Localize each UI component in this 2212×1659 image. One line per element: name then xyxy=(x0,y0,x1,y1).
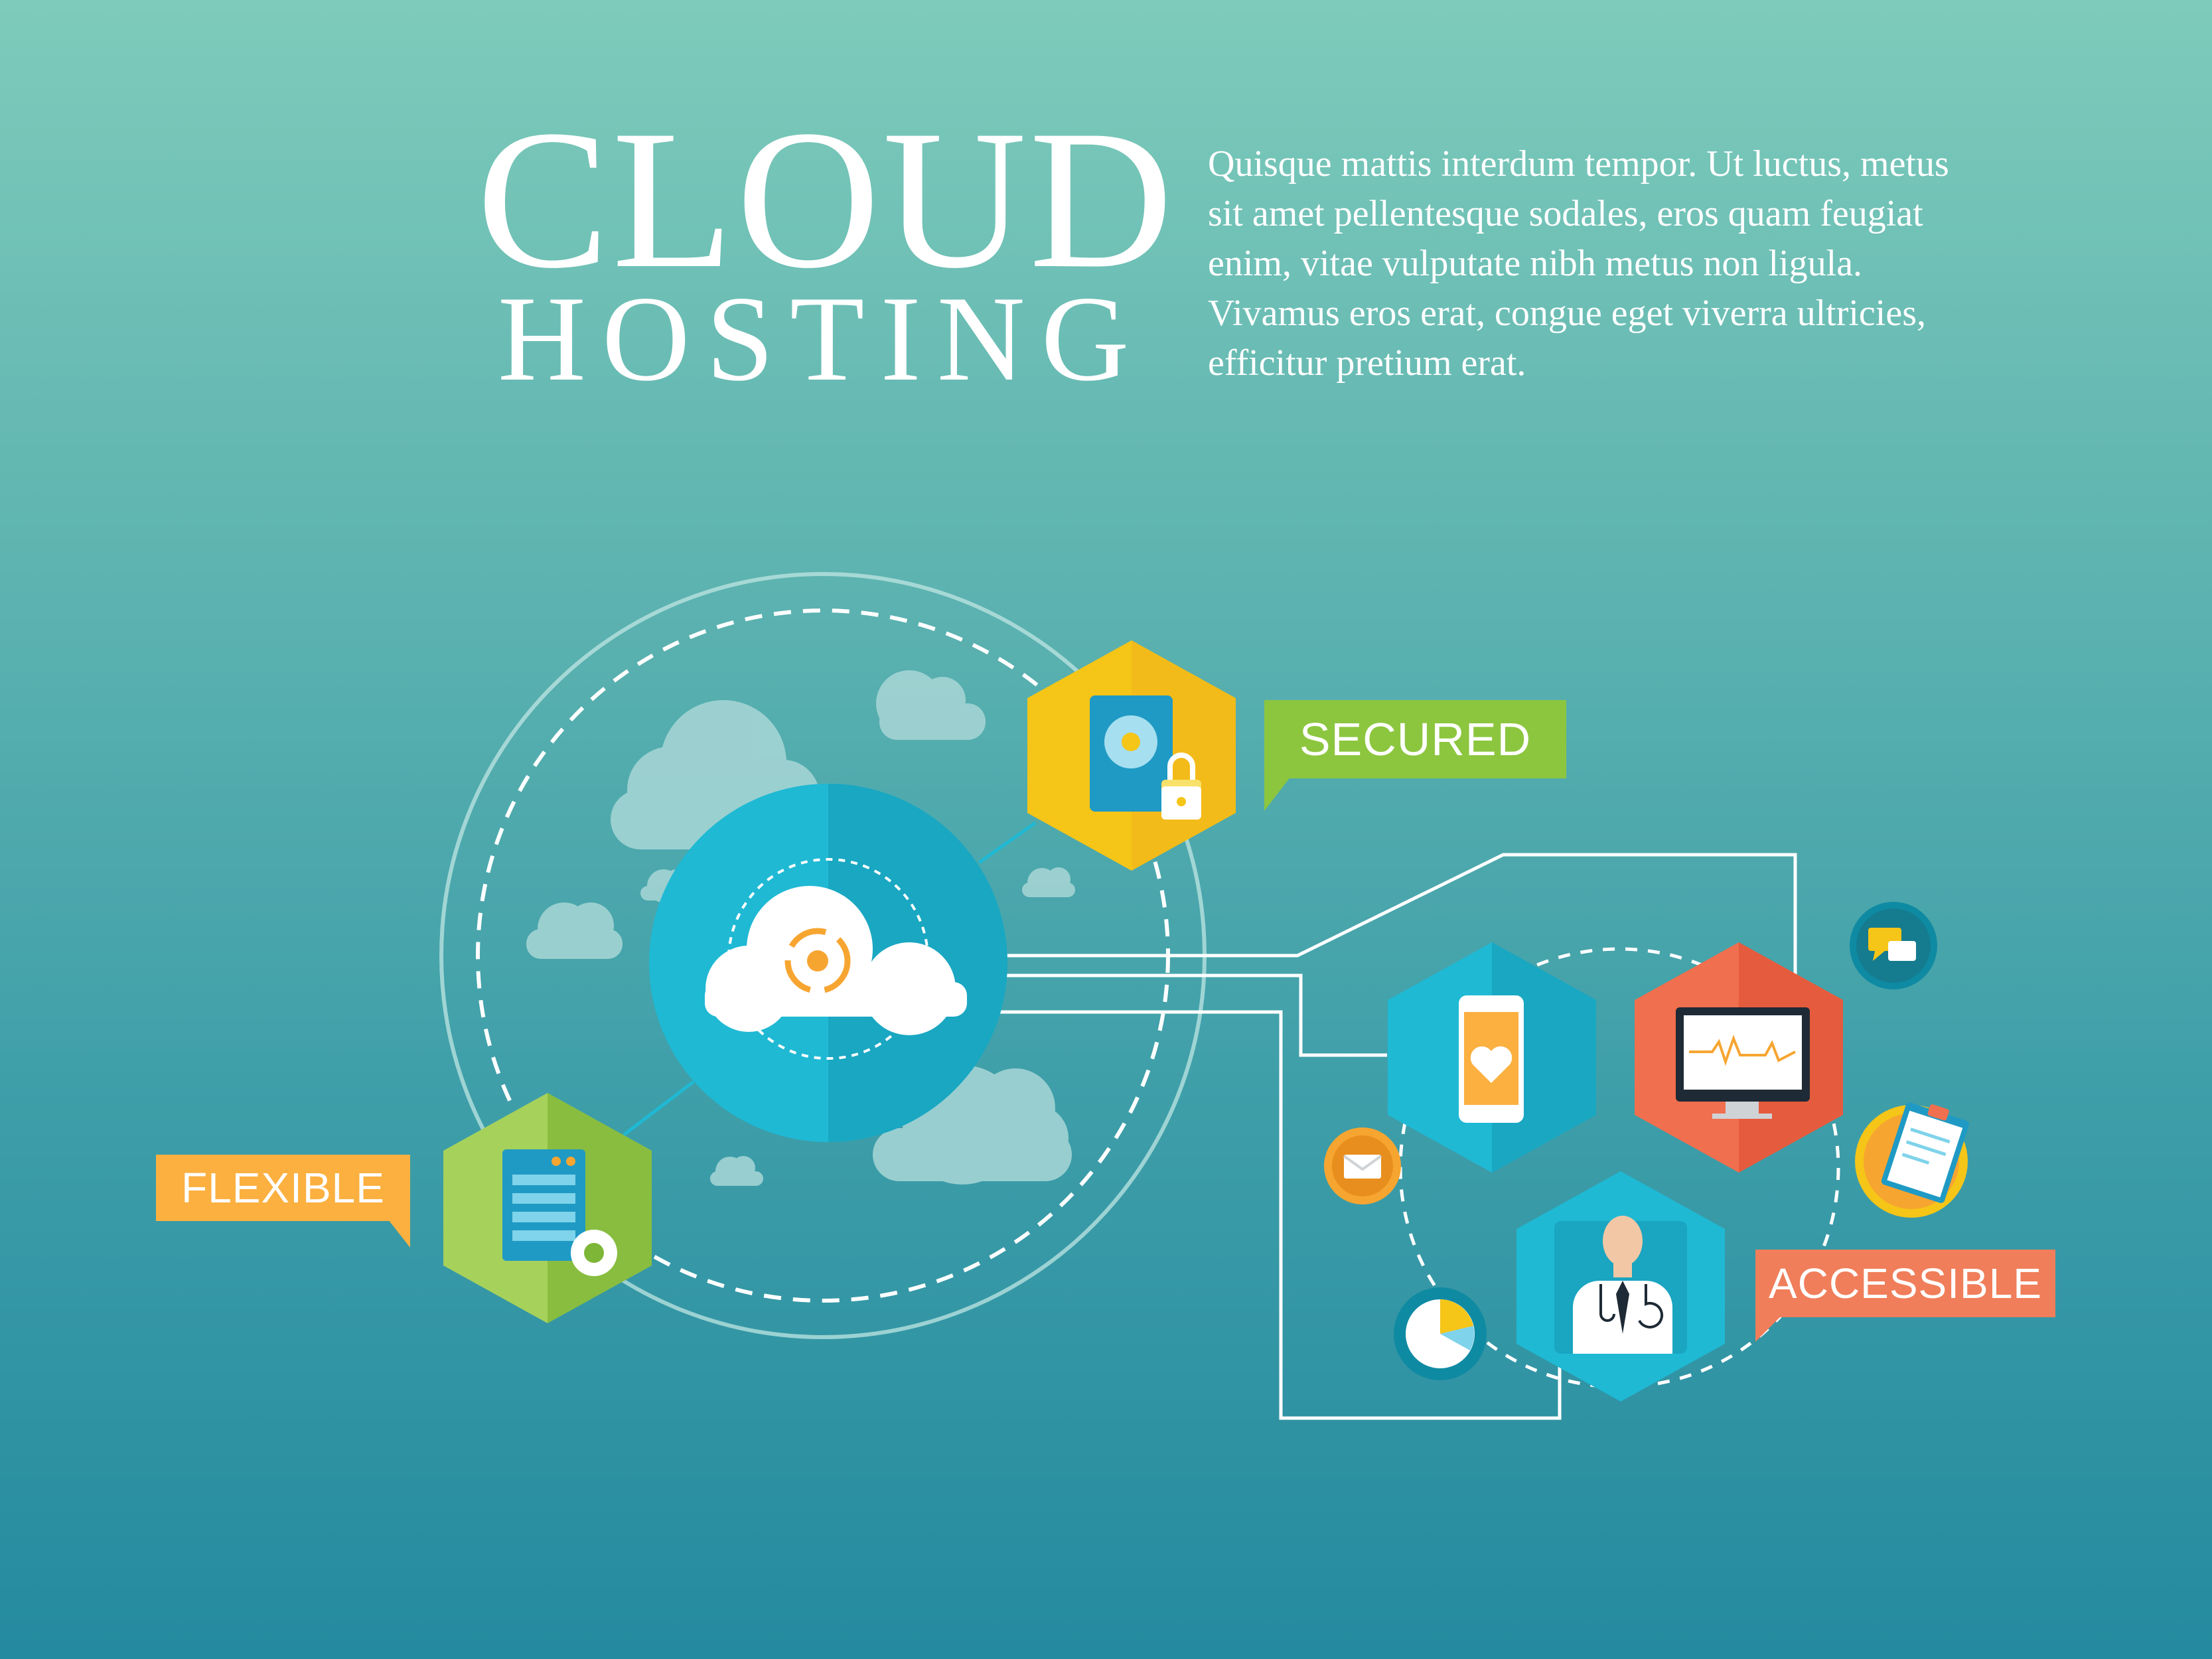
envelope-icon xyxy=(1343,1155,1382,1179)
cloud-shape xyxy=(611,700,820,849)
cloud-hub xyxy=(649,784,1007,1142)
cloud-shape xyxy=(876,670,986,740)
hard-drive-lock-icon xyxy=(1090,695,1201,820)
cloud-shape xyxy=(526,902,623,959)
flexible-label-box xyxy=(156,1155,410,1248)
phone-heart-icon xyxy=(1459,995,1524,1123)
cloud-shape xyxy=(1022,867,1075,897)
connector-top xyxy=(976,853,1797,975)
secured-hexagon xyxy=(1027,640,1236,871)
chat-badge xyxy=(1850,902,1937,989)
accessible-label: ACCESSIBLE xyxy=(1769,1260,2042,1307)
cloud-shape xyxy=(710,1156,763,1186)
server-gear-icon xyxy=(502,1149,617,1276)
title-hosting: HOSTING xyxy=(498,271,1145,406)
clock-badge xyxy=(1394,1287,1487,1380)
connector-bottom xyxy=(976,1010,1562,1420)
clock-icon xyxy=(1440,1299,1475,1350)
accessible-label-box xyxy=(1755,1250,2055,1342)
secured-label-box xyxy=(1264,700,1566,811)
phone-hexagon xyxy=(1388,942,1596,1173)
hub-links xyxy=(623,821,1037,1136)
connector-middle xyxy=(976,974,1387,1057)
monitor-heartbeat-icon xyxy=(1676,1007,1810,1119)
flexible-label: FLEXIBLE xyxy=(181,1164,385,1212)
doctor-icon xyxy=(1554,1216,1687,1354)
clipboard-badge xyxy=(1855,1102,1970,1218)
chat-icon xyxy=(1868,928,1916,961)
secured-label: SECURED xyxy=(1299,713,1532,765)
monitor-hexagon xyxy=(1635,942,1843,1173)
description-text: Quisque mattis interdum tempor. Ut luctu… xyxy=(1208,143,1949,384)
doctor-hexagon xyxy=(1516,1171,1725,1402)
title-cloud: CLOUD xyxy=(477,89,1176,309)
clipboard-icon xyxy=(1881,1102,1970,1203)
flexible-hexagon xyxy=(443,1093,652,1323)
envelope-badge xyxy=(1324,1127,1401,1204)
